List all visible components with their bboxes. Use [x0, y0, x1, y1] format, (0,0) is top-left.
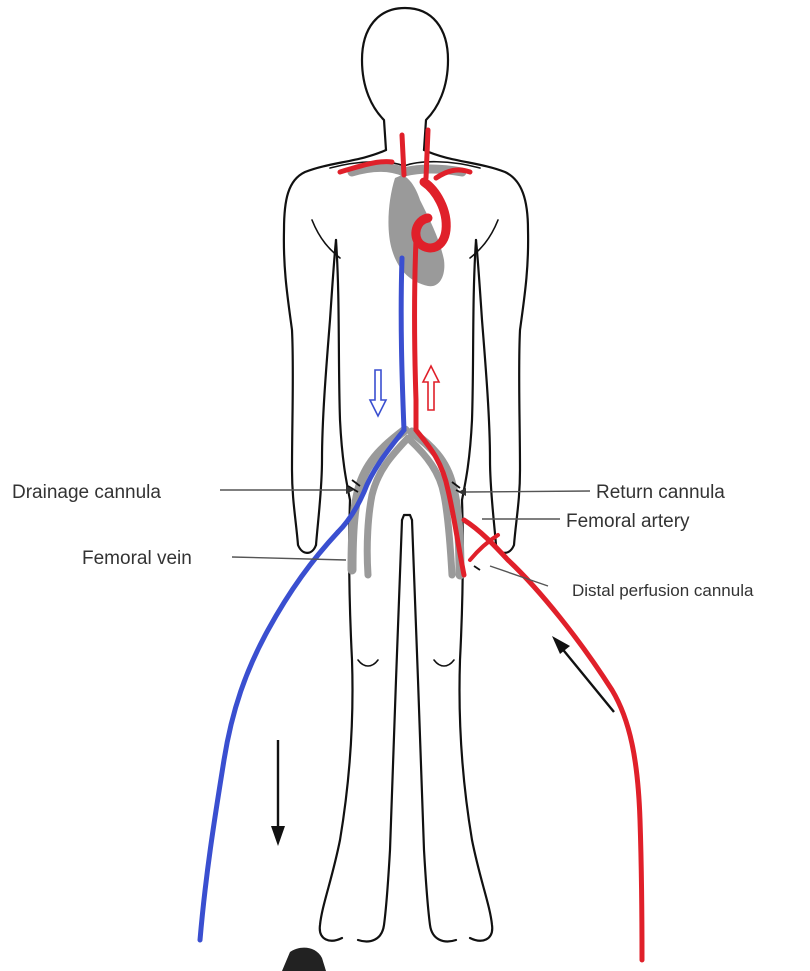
leader-lines [220, 486, 590, 586]
venous-flow-arrow-icon [370, 370, 386, 416]
return-cannula-label: Return cannula [596, 482, 725, 503]
return-arrowhead [552, 636, 570, 654]
distal-perfusion-cannula-label: Distal perfusion cannula [572, 581, 754, 600]
carotid-left [402, 135, 404, 175]
drainage-cannula-label: Drainage cannula [12, 482, 161, 503]
arterial-flow-arrow-icon [423, 366, 439, 410]
labels: Drainage cannula Femoral vein Return can… [12, 482, 754, 600]
carotid-right [426, 130, 428, 178]
aorta-red [415, 240, 465, 575]
vessels [200, 130, 642, 960]
drainage-arrowhead [271, 826, 285, 846]
drainage-tubing [200, 532, 338, 940]
bottom-dark-shape [282, 948, 326, 971]
distal-marker [474, 566, 480, 570]
femoral-vein-label: Femoral vein [82, 548, 192, 569]
femoral-artery-label: Femoral artery [566, 511, 690, 532]
body-outline [284, 8, 528, 941]
